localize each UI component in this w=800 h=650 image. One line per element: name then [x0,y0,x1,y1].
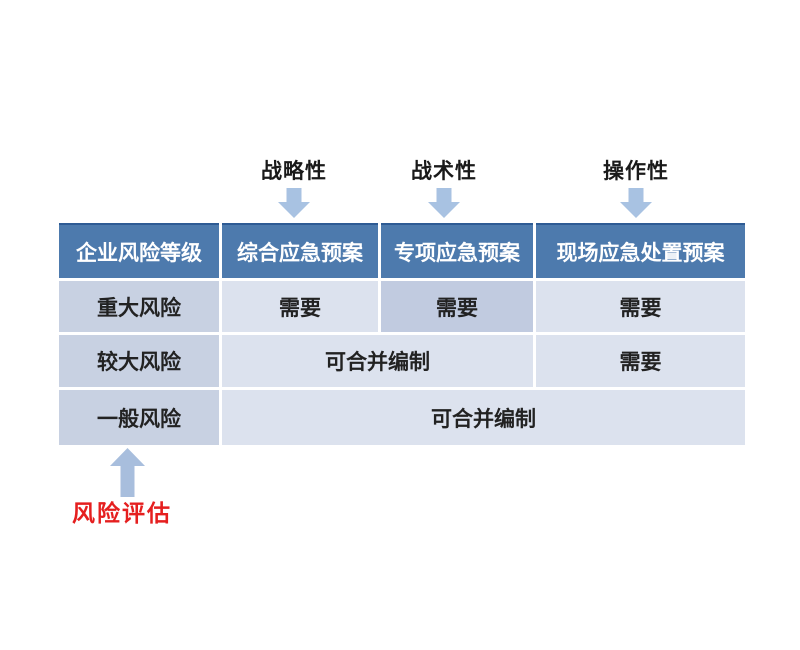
header-cell-onsite-plan: 现场应急处置预案 [536,223,745,278]
arrow-down-icon [428,188,460,218]
annotation-tactical: 战术性 [384,156,504,218]
strategic-label: 战略性 [261,158,327,183]
annotation-operational: 操作性 [576,156,696,218]
row-label-general-risk: 一般风险 [59,390,219,445]
arrow-down-icon [278,188,310,218]
table-cell-merged: 可合并编制 [222,390,745,445]
arrow-up-icon [110,448,145,497]
row-label-major-risk: 重大风险 [59,281,219,332]
risk-assessment-label: 风险评估 [72,500,172,527]
tactical-label: 战术性 [411,158,477,183]
table-cell: 需要 [222,281,378,332]
table-cell: 需要 [536,335,745,387]
row-label-larger-risk: 较大风险 [59,335,219,387]
risk-matrix-table: 企业风险等级 综合应急预案 专项应急预案 现场应急处置预案 重大风险 需要 需要… [59,223,745,445]
table-cell-highlighted: 需要 [381,281,533,332]
header-cell-special-plan: 专项应急预案 [381,223,533,278]
table-cell-merged: 可合并编制 [222,335,533,387]
header-cell-comprehensive-plan: 综合应急预案 [222,223,378,278]
annotation-strategic: 战略性 [234,156,354,218]
arrow-down-icon [620,188,652,218]
header-cell-risk-level: 企业风险等级 [59,223,219,278]
operational-label: 操作性 [603,158,669,183]
table-cell: 需要 [536,281,745,332]
